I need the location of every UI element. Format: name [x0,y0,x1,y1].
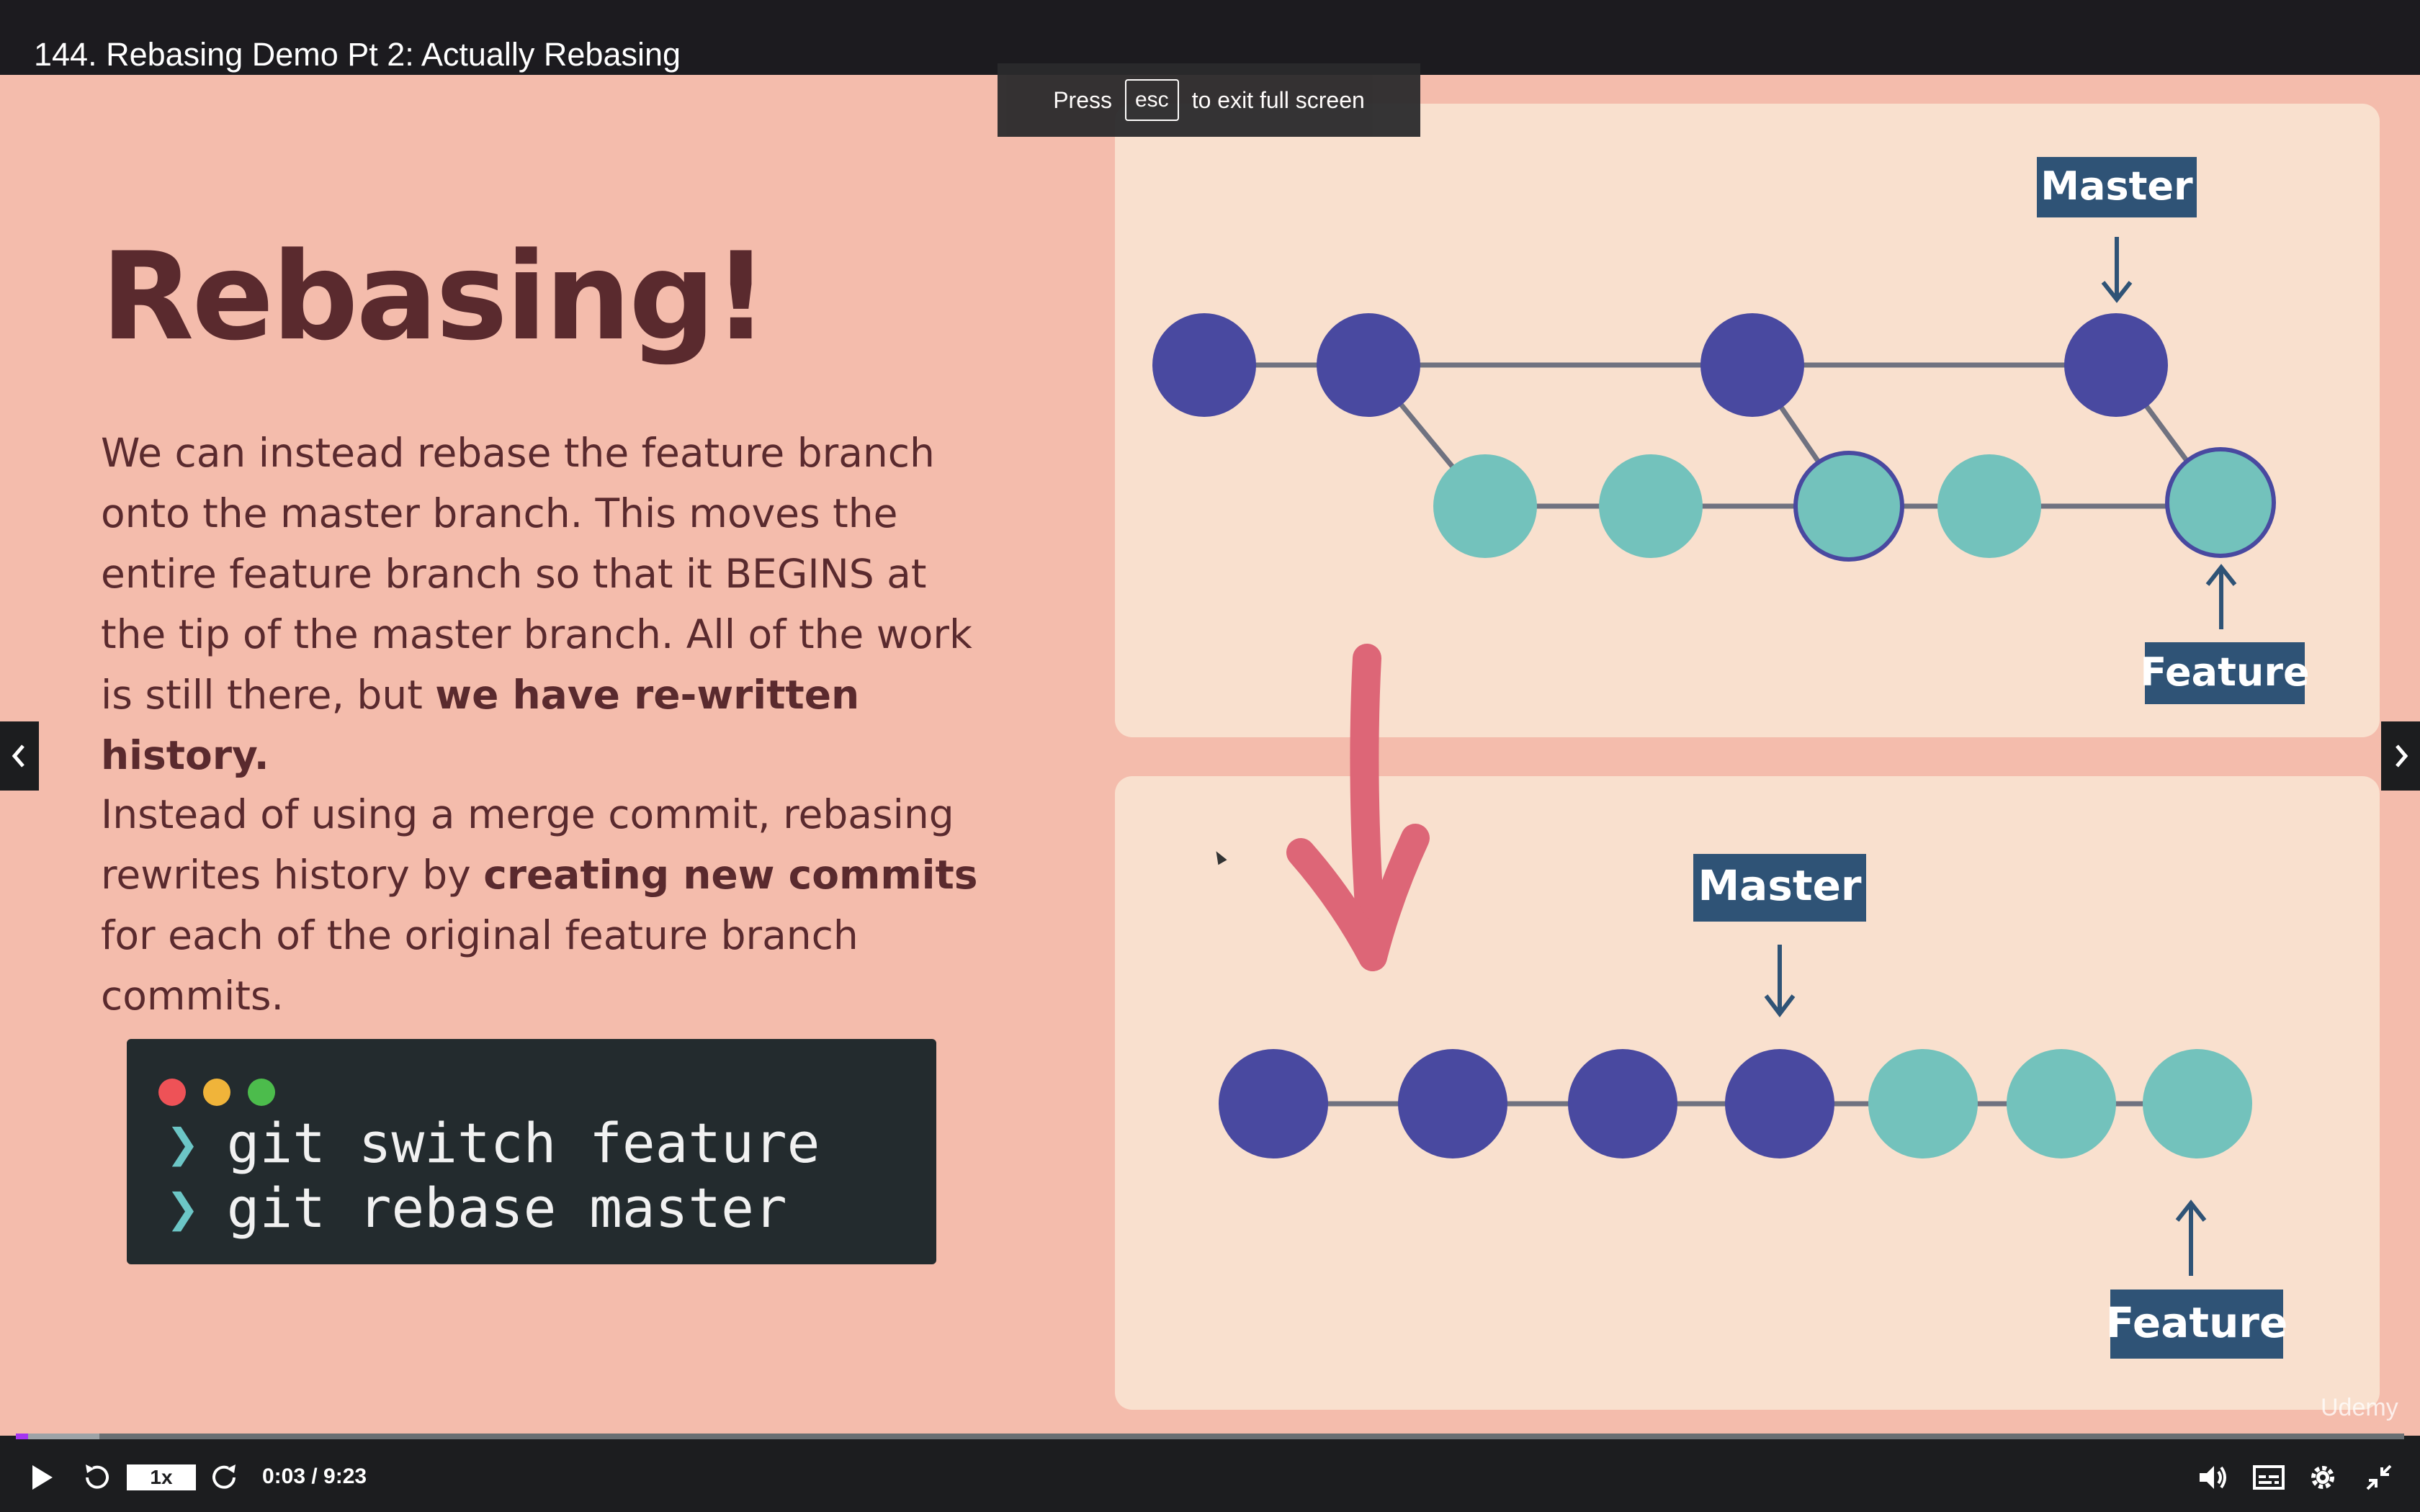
master-commit [1700,313,1804,417]
master-commit [1398,1049,1507,1158]
master-commit [1317,313,1420,417]
time-display: 0:03 / 9:23 [262,1464,367,1488]
captions-icon [2253,1465,2285,1490]
paragraph-2-emphasis: creating new commits [483,852,978,898]
slide-heading: Rebasing! [101,226,768,367]
volume-icon [2200,1466,2226,1489]
feature-label: Feature [2106,1298,2288,1347]
branch-diagram-after: Master Feature [1219,854,2288,1359]
feature-commit [1868,1049,1978,1158]
terminal-command: ❯ git switch feature [166,1111,820,1175]
master-commit [1568,1049,1677,1158]
master-commit [1725,1049,1834,1158]
feature-commit [1599,454,1703,558]
rebase-arrow-icon [1286,644,1430,971]
slide-paragraph-1: We can instead rebase the feature branch… [101,423,994,786]
video-frame[interactable]: Rebasing! We can instead rebase the feat… [0,75,2420,1436]
play-button[interactable] [24,1460,59,1495]
branch-diagram-before: Master Feature [1152,157,2310,704]
progress-played [16,1434,28,1439]
udemy-watermark: Udemy [2321,1394,2398,1421]
exit-fullscreen-icon [2366,1464,2392,1490]
playback-speed-button[interactable]: 1x [127,1464,196,1490]
captions-button[interactable] [2250,1460,2287,1495]
master-commit [2064,313,2168,417]
slide-paragraph-2: Instead of using a merge commit, rebasin… [101,784,994,1026]
chevron-right-icon [2396,744,2408,768]
fullscreen-toast: Press esc to exit full screen [998,63,1420,137]
feature-label-box [2145,642,2305,704]
play-icon [32,1465,53,1490]
close-dot [158,1079,186,1106]
player-controls: 1x 0:03 / 9:23 [0,1440,2420,1512]
minimize-dot [203,1079,230,1106]
previous-lecture-button[interactable] [0,721,39,791]
maximize-dot [248,1079,275,1106]
feature-pointer-arrow-icon [2205,564,2237,629]
settings-gear-icon [2311,1466,2334,1489]
video-progress-bar[interactable] [16,1434,2404,1439]
forward-5-icon [212,1464,236,1489]
exit-fullscreen-button[interactable] [2361,1460,2397,1495]
master-label: Master [2040,163,2193,209]
master-label-box [2037,157,2197,217]
lecture-header: 144. Rebasing Demo Pt 2: Actually Rebasi… [0,0,2420,75]
esc-key: esc [1125,79,1179,121]
settings-button[interactable] [2305,1460,2341,1495]
toast-suffix: to exit full screen [1191,86,1365,113]
master-pointer-arrow-icon [1764,945,1796,1017]
command-text: git rebase master [226,1176,787,1240]
volume-button[interactable] [2195,1460,2231,1495]
chevron-left-icon [12,744,24,768]
feature-commit [2007,1049,2116,1158]
toast-press: Press [1053,86,1112,113]
feature-commit [1433,454,1537,558]
feature-commit [1937,454,2041,558]
feature-label-box [2110,1290,2283,1359]
master-commit [1219,1049,1328,1158]
paragraph-1-text: We can instead rebase the feature branch… [101,430,972,718]
command-text: git switch feature [226,1111,820,1175]
progress-buffered [16,1434,100,1439]
feature-label: Feature [2140,649,2309,695]
prompt-icon: ❯ [166,1176,200,1240]
master-label-box [1693,854,1866,922]
terminal-command: ❯ git rebase master [166,1176,787,1240]
feature-commit [2165,447,2276,558]
next-lecture-button[interactable] [2381,721,2420,791]
paragraph-2-text-a: Instead of using a merge commit, rebasin… [101,791,954,898]
master-label: Master [1698,861,1861,910]
feature-commit [2143,1049,2252,1158]
feature-commit [1793,451,1904,562]
feature-pointer-arrow-icon [2175,1200,2207,1276]
paragraph-1-emphasis: we have re-written history. [101,672,860,778]
diagram-before-panel: Master Feature [1115,104,2380,737]
rewind-5-icon [86,1464,109,1489]
lecture-title: 144. Rebasing Demo Pt 2: Actually Rebasi… [34,36,681,73]
terminal-window: ❯ git switch feature ❯ git rebase master [127,1039,936,1264]
prompt-icon: ❯ [166,1111,200,1175]
master-commit [1152,313,1256,417]
paragraph-2-text-b: for each of the original feature branch … [101,912,859,1019]
forward-button[interactable] [207,1460,243,1495]
rewind-button[interactable] [78,1460,114,1495]
master-pointer-arrow-icon [2101,237,2133,303]
